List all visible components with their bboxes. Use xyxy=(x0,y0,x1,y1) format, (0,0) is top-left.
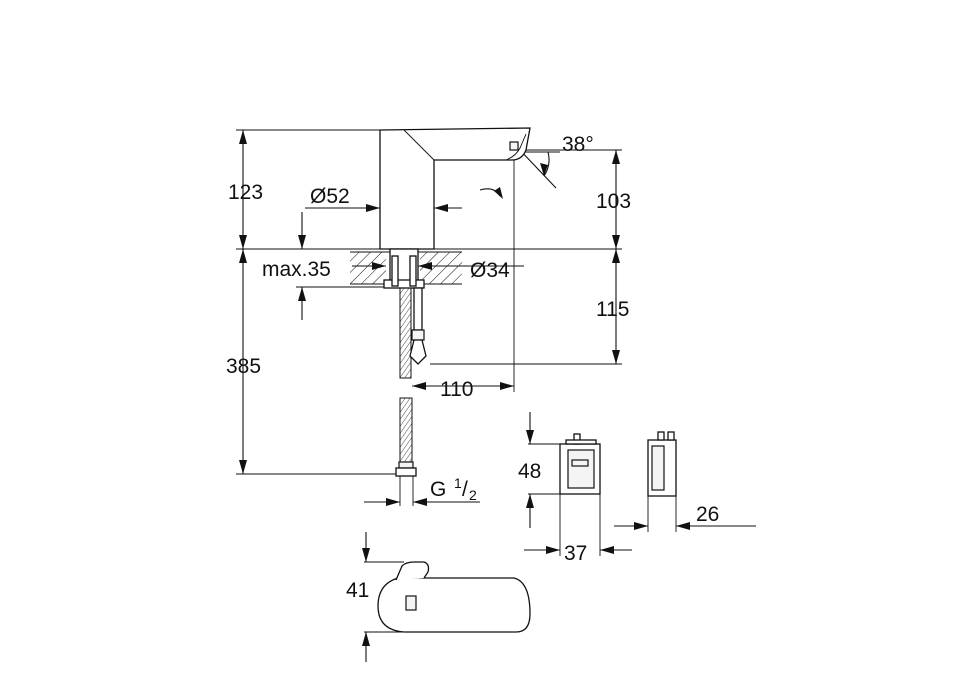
dimension-thread-line xyxy=(364,498,480,506)
label-cover-height-41: 41 xyxy=(346,579,369,602)
label-projection-110: 110 xyxy=(440,378,473,401)
dimension-385-line xyxy=(239,249,247,474)
dimension-110-line xyxy=(412,382,514,390)
spout-cover-view xyxy=(364,561,531,633)
extension-lines xyxy=(236,129,622,506)
dimension-115-line xyxy=(612,249,620,364)
dimension-48-line xyxy=(526,412,534,528)
label-height-103: 103 xyxy=(596,190,631,213)
dimension-103-line xyxy=(612,150,620,249)
dimension-37-line xyxy=(524,546,632,554)
svg-text:/: / xyxy=(462,478,468,501)
svg-text:2: 2 xyxy=(469,487,477,503)
mounting-assembly xyxy=(383,248,427,379)
label-angle-38: 38° xyxy=(562,133,594,156)
supply-hose-lower xyxy=(395,397,417,477)
label-length-385: 385 xyxy=(226,355,261,378)
label-box-depth-26: 26 xyxy=(696,503,719,526)
label-thread-size: G 1 / 2 xyxy=(430,475,477,503)
label-box-width-37: 37 xyxy=(564,542,587,565)
dimension-41-line xyxy=(362,532,370,662)
dimension-max35-line xyxy=(298,212,306,320)
dimension-38deg-line xyxy=(479,147,560,199)
dimension-diameter52-line xyxy=(305,204,462,212)
label-box-height-48: 48 xyxy=(518,460,541,483)
control-box-side xyxy=(647,431,677,532)
control-box-front xyxy=(528,433,601,556)
label-diameter-34: Ø34 xyxy=(470,259,510,282)
dimension-123-line xyxy=(239,130,247,249)
label-max-35: max.35 xyxy=(262,258,331,281)
label-diameter-52: Ø52 xyxy=(310,185,350,208)
dimension-26-line xyxy=(614,522,756,530)
label-height-115: 115 xyxy=(596,298,629,321)
svg-text:1: 1 xyxy=(454,475,462,491)
faucet-body xyxy=(379,127,531,250)
countertop-section xyxy=(350,251,462,285)
label-height-123: 123 xyxy=(228,181,263,204)
svg-text:G: G xyxy=(430,478,446,501)
